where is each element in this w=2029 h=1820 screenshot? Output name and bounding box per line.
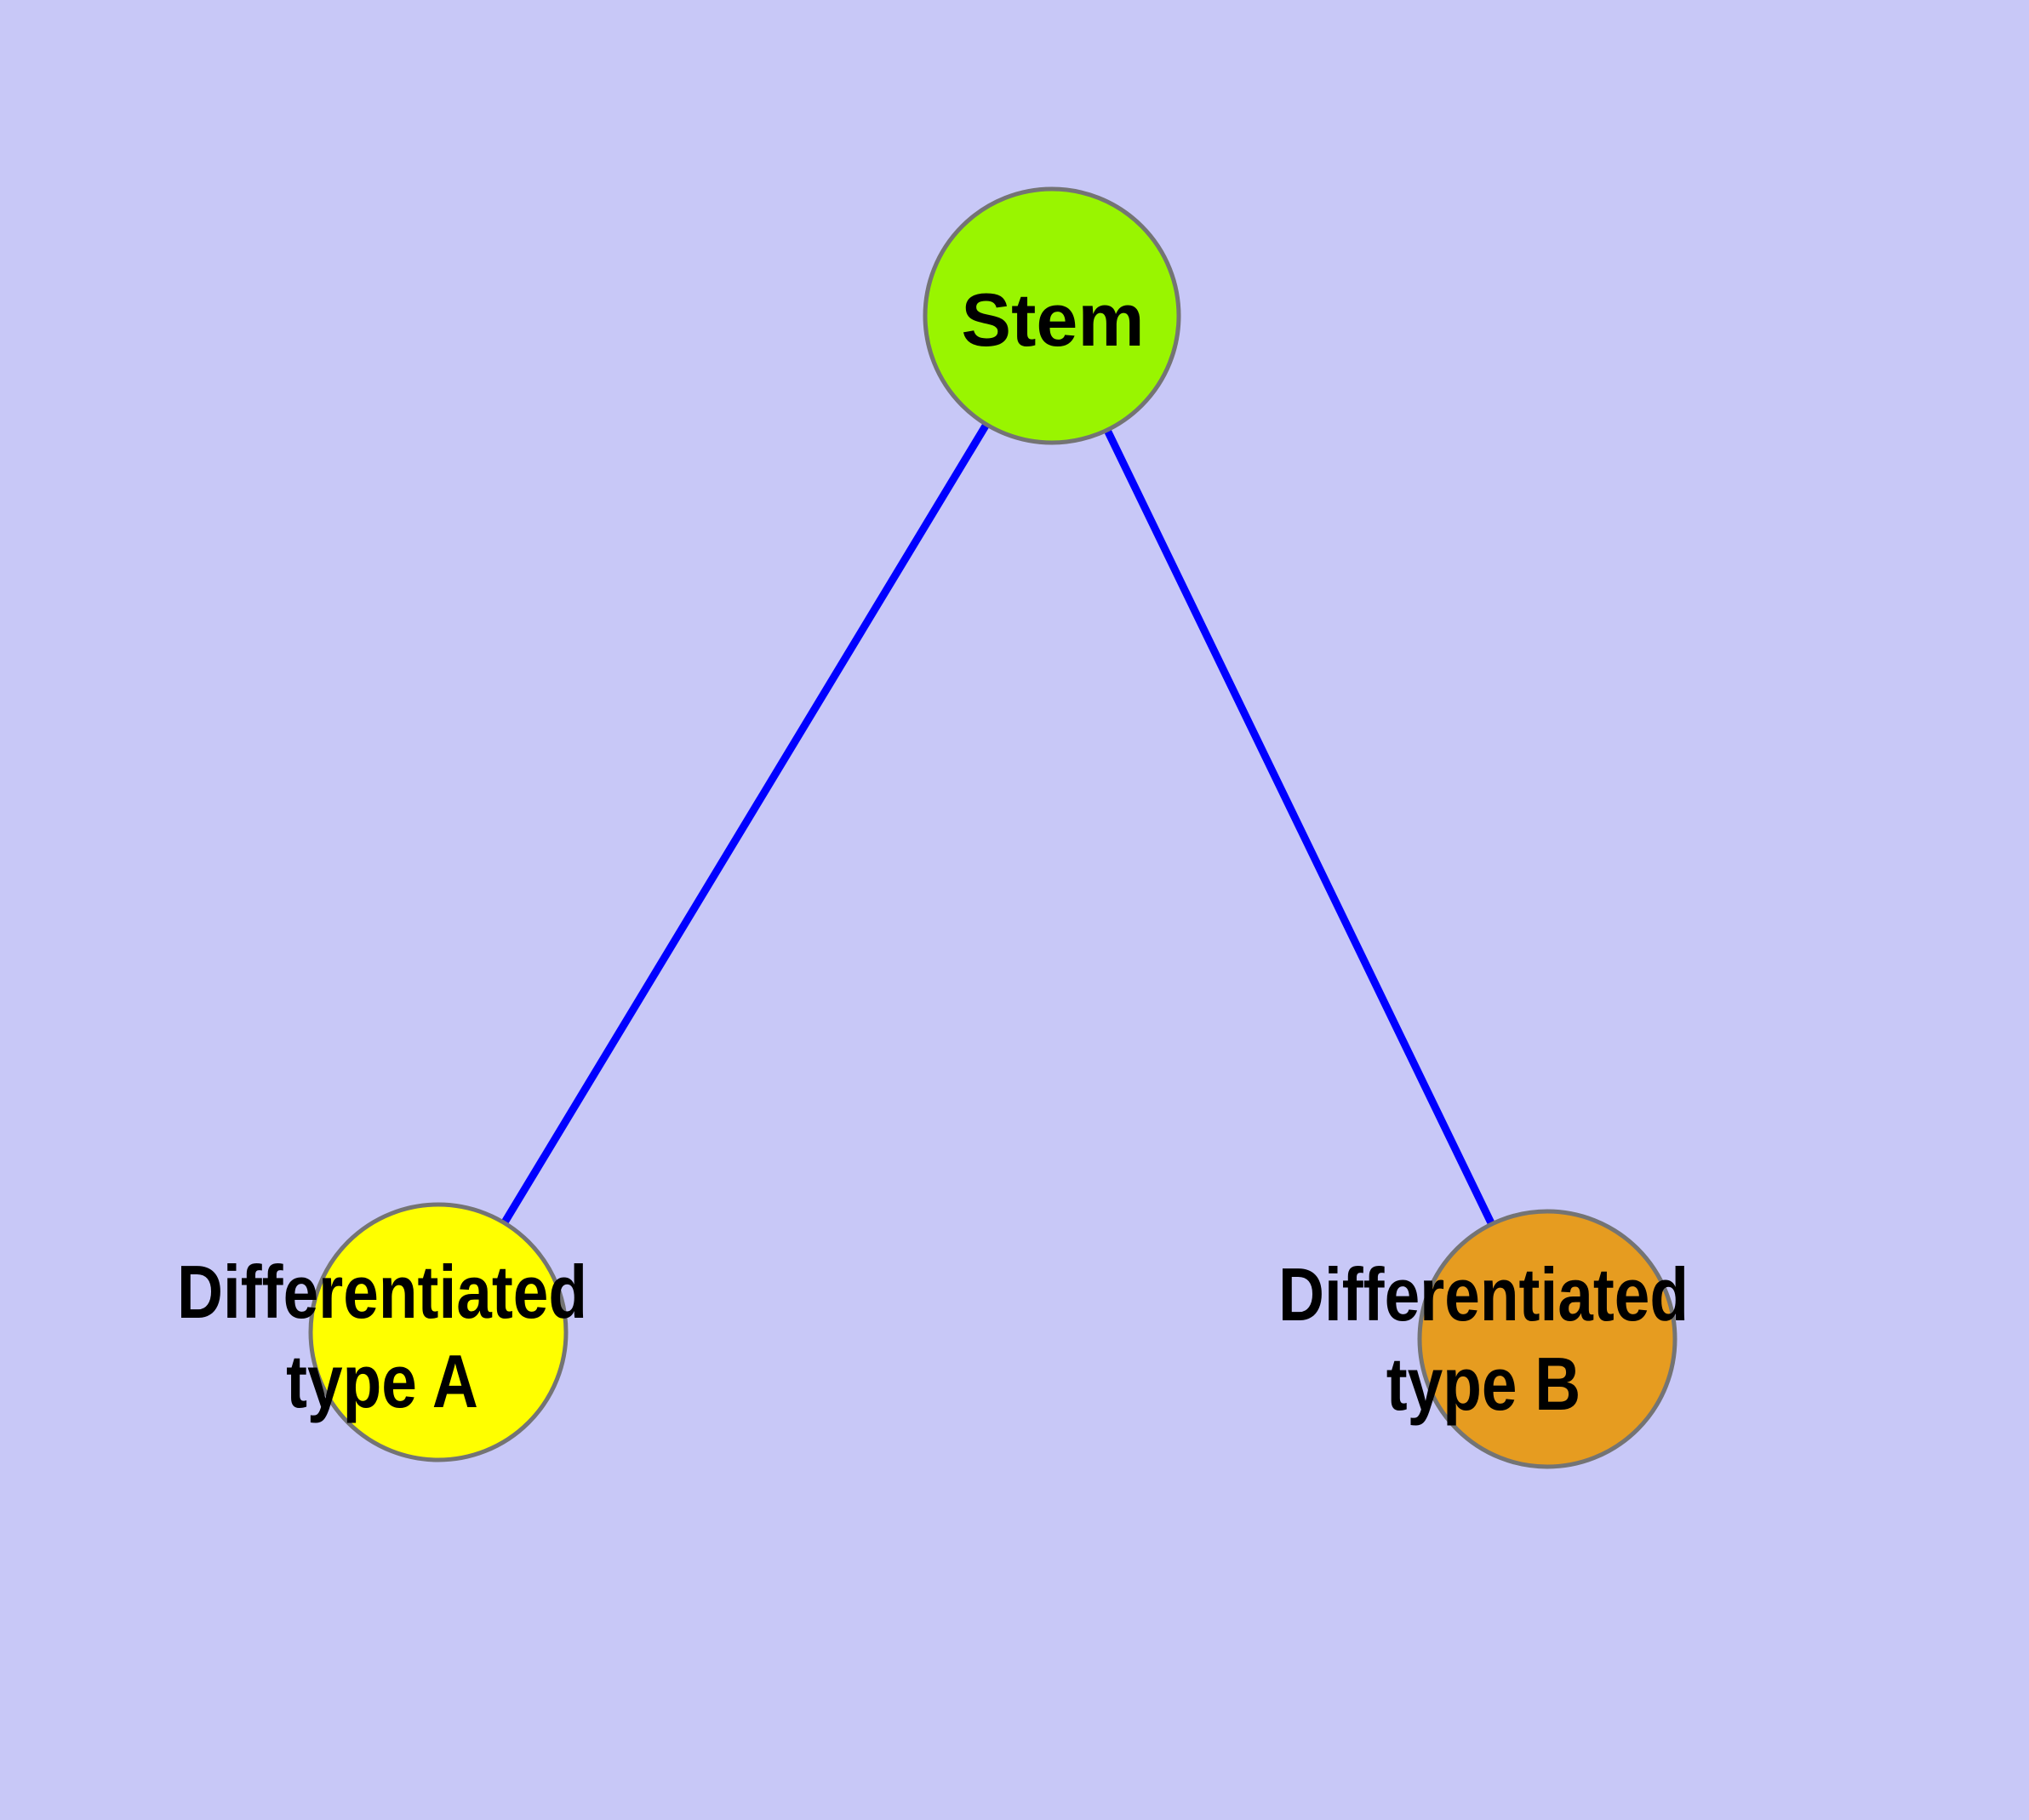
edge-stem-to-type-b bbox=[1048, 314, 1552, 1341]
node-label-type-a-line1: Differentiated bbox=[177, 1251, 587, 1334]
node-label-stem: Stem bbox=[961, 278, 1144, 362]
node-differentiated-type-a bbox=[308, 1202, 569, 1462]
edge-stem-to-type-a bbox=[435, 313, 1055, 1335]
node-label-type-b-line2: type B bbox=[1386, 1342, 1581, 1426]
node-label-type-b-line1: Differentiated bbox=[1278, 1253, 1689, 1336]
node-stem bbox=[923, 186, 1181, 445]
node-differentiated-type-b bbox=[1417, 1209, 1677, 1469]
node-label-type-a-line2: type A bbox=[286, 1340, 478, 1423]
